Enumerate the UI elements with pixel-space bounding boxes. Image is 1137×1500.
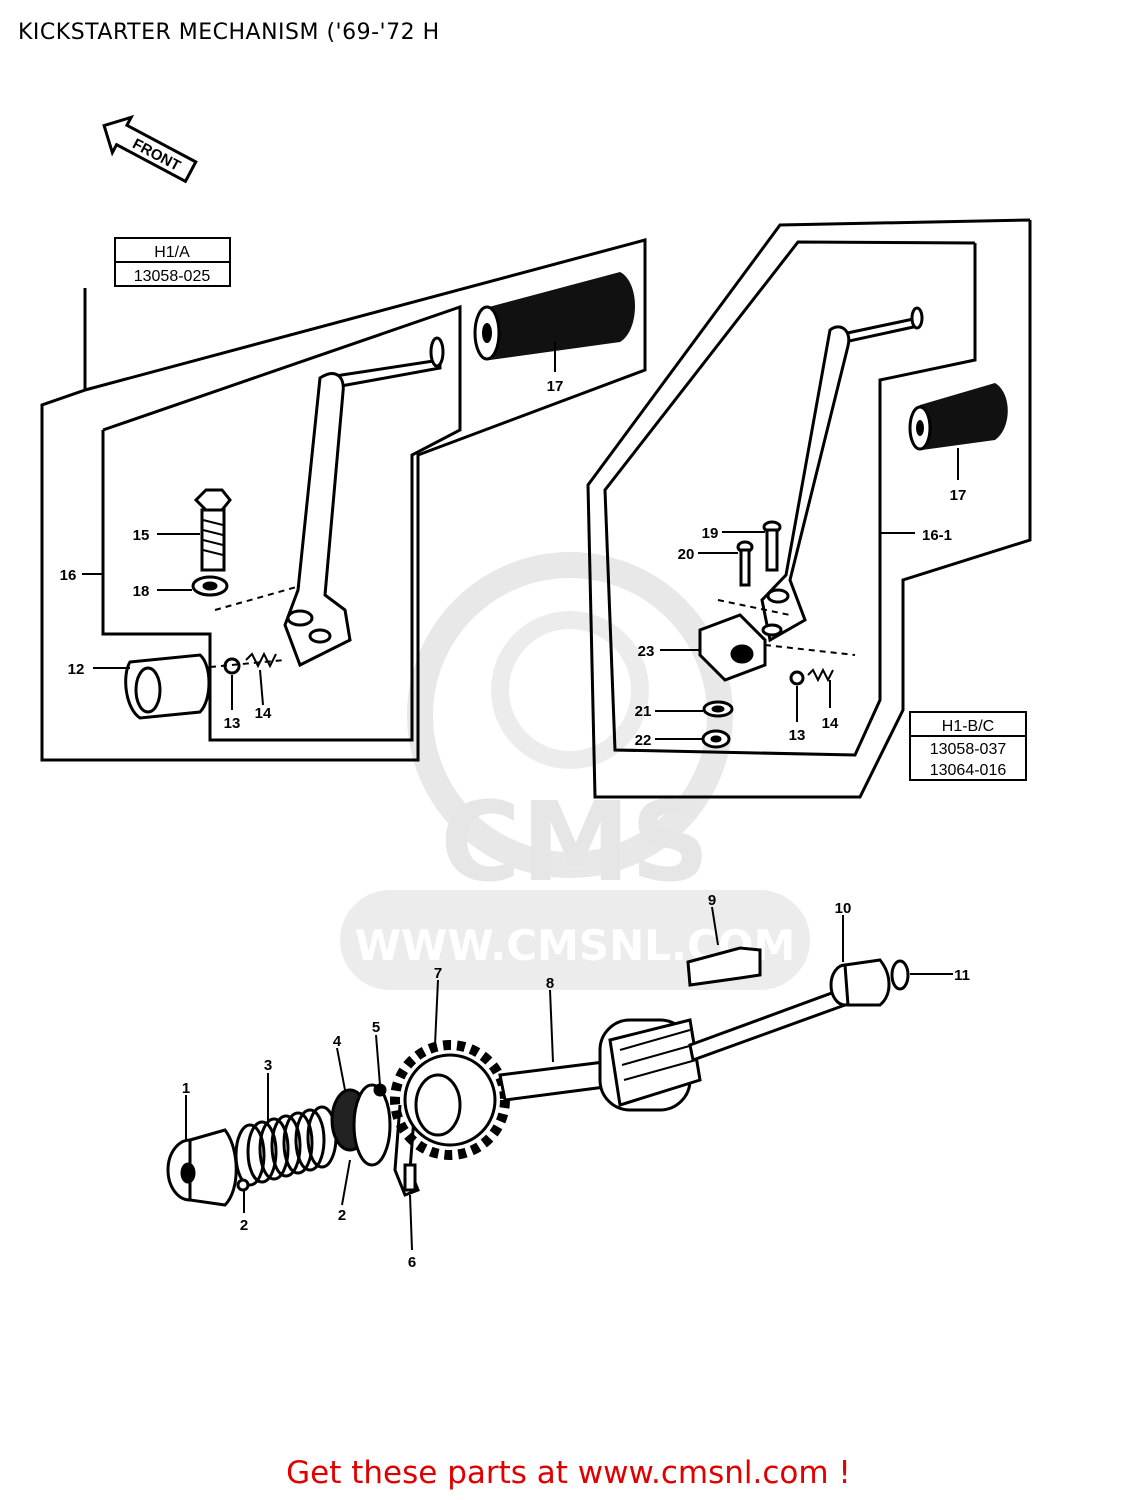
kick-pedal-left: [283, 336, 445, 668]
leader-lines: [82, 342, 959, 1251]
page-title: KICKSTARTER MECHANISM ('69-'72 H: [18, 20, 440, 45]
callout-21: 21: [635, 703, 652, 720]
callout-14-right: 14: [822, 715, 839, 732]
callout-6: 6: [408, 1254, 416, 1271]
part-number-13064-016: 13064-016: [930, 762, 1007, 779]
callout-2-spring-pin: 2: [240, 1217, 248, 1234]
callout-13-right: 13: [789, 727, 806, 744]
callout-16: 16: [60, 567, 77, 584]
watermark-brand: CMS: [440, 778, 709, 906]
callout-18: 18: [133, 583, 150, 600]
callout-20: 20: [678, 546, 695, 563]
callout-4: 4: [333, 1033, 342, 1050]
callout-8: 8: [546, 975, 554, 992]
right-small-parts: [698, 520, 856, 749]
kick-rubber-right: [908, 383, 1008, 451]
part-number-13058-037: 13058-037: [930, 741, 1007, 758]
callout-11: 11: [954, 967, 970, 984]
callout-7: 7: [434, 965, 442, 982]
callout-15: 15: [133, 527, 150, 544]
callout-14-left: 14: [255, 705, 272, 722]
callout-17-right: 17: [950, 487, 967, 504]
return-spring: [234, 1105, 338, 1187]
callout-23: 23: [638, 643, 655, 660]
kick-pedal-right: [760, 306, 924, 643]
front-arrow-icon: FRONT: [102, 114, 198, 184]
callout-2-holder-pin: 2: [338, 1207, 346, 1224]
kickstarter-shaft-assembly: [166, 946, 910, 1207]
model-label-h1bc: H1-B/C: [942, 718, 994, 735]
callout-3: 3: [264, 1057, 272, 1074]
kick-rubber-left: [473, 272, 635, 361]
callout-19: 19: [702, 525, 719, 542]
callout-13-left: 13: [224, 715, 241, 732]
part-number-13058-025: 13058-025: [134, 268, 211, 285]
callout-1: 1: [182, 1080, 190, 1097]
callout-16-1: 16-1: [922, 527, 952, 544]
footer-link[interactable]: Get these parts at www.cmsnl.com !: [286, 1455, 851, 1491]
right-variant-outline: [586, 218, 1032, 799]
callout-5: 5: [372, 1019, 380, 1036]
callout-12: 12: [68, 661, 85, 678]
left-variant-outline: [40, 238, 647, 762]
model-box-h1a: H1/A 13058-025: [114, 237, 231, 287]
watermark: CMS WWW.CMSNL.COM: [340, 552, 810, 990]
callouts: 1 2 2 3 4 5 6 7 8 9 10 11 12 13 13 14 14…: [60, 378, 970, 1271]
callout-9: 9: [708, 892, 716, 909]
callout-22: 22: [635, 732, 652, 749]
left-small-parts: [124, 488, 301, 720]
callout-10: 10: [835, 900, 852, 917]
callout-17-left: 17: [547, 378, 564, 395]
model-box-h1bc: H1-B/C 13058-037 13064-016: [909, 711, 1027, 781]
model-label-h1a: H1/A: [154, 244, 190, 261]
